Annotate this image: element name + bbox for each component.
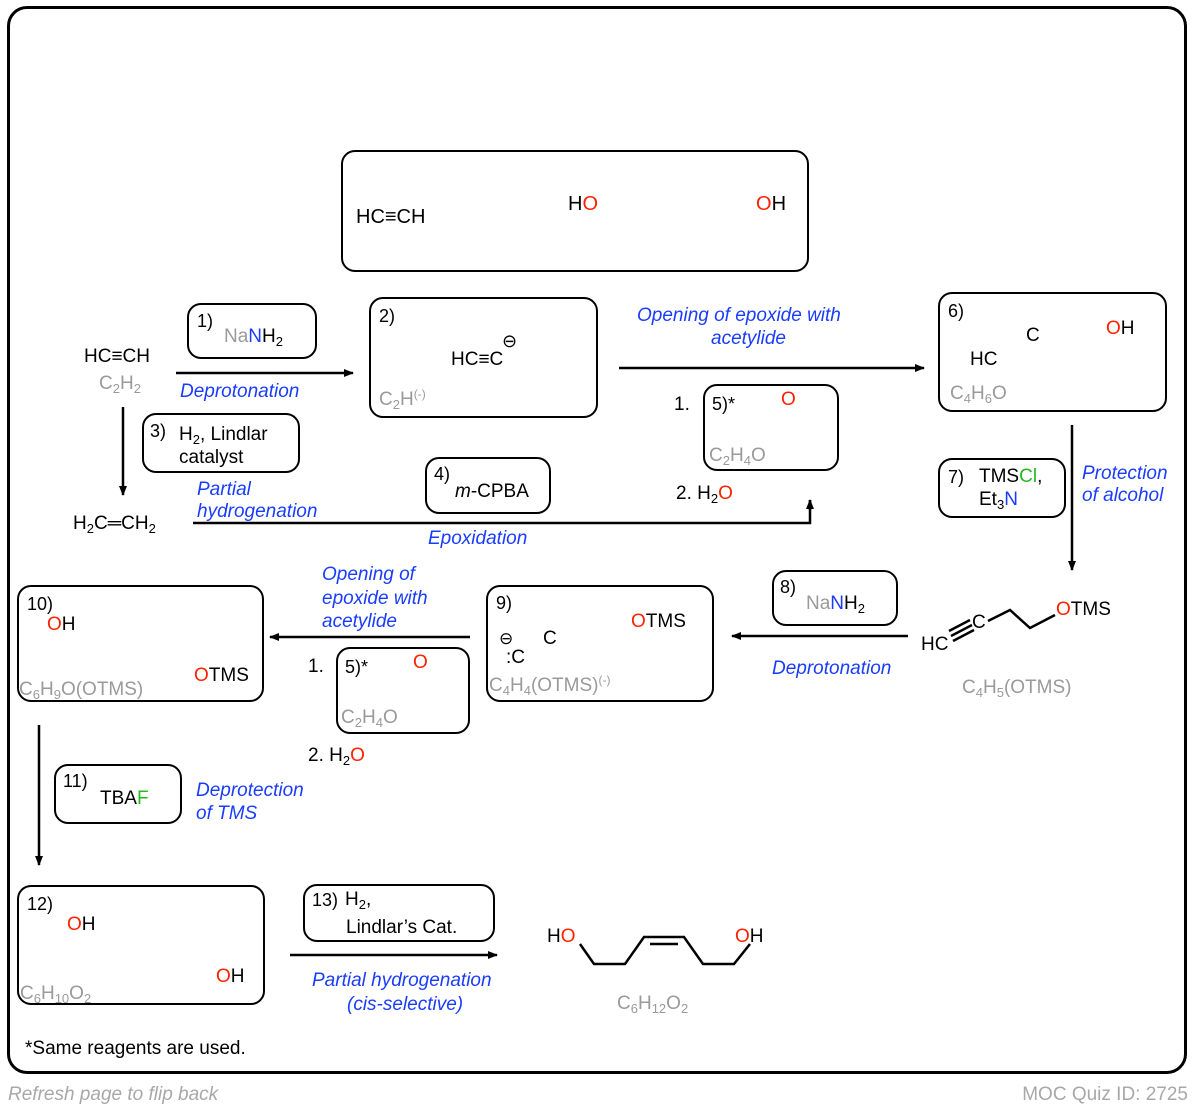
- label-epoxidation: Epoxidation: [428, 528, 528, 549]
- step-number-12: 12): [27, 894, 54, 914]
- label-deprotection-2: of TMS: [196, 803, 258, 824]
- s9-formula: C4H4(OTMS)(-): [489, 673, 611, 698]
- step-number-4: 4): [434, 464, 451, 484]
- acetylide-formula: C2H(-): [379, 387, 426, 412]
- s9-charge: ⊖: [499, 629, 514, 648]
- acetylide-charge: ⊖: [502, 331, 518, 351]
- step-number-9: 9): [496, 593, 513, 613]
- reagent-box-4: [425, 457, 551, 514]
- reagent-box-5-top: [703, 384, 839, 471]
- refresh-hint[interactable]: Refresh page to flip back: [8, 1084, 219, 1105]
- reagent-box-7: [938, 458, 1066, 518]
- goal-product-ho: HO: [568, 193, 599, 215]
- reagent-box-8: [772, 570, 898, 626]
- step-number-5-mid: 5)*: [345, 657, 369, 677]
- s12-oh-top: OH: [67, 914, 96, 935]
- quiz-id: MOC Quiz ID: 2725: [1022, 1084, 1188, 1105]
- label-hydrogenation-1: hydrogenation: [197, 501, 318, 522]
- s12-formula: C6H10O2: [20, 983, 92, 1006]
- footnote: *Same reagents are used.: [25, 1038, 246, 1059]
- step5-mid-step1: 1.: [308, 656, 324, 677]
- step5-top-step2: 2. H2O: [676, 483, 733, 506]
- goal-box: [341, 150, 809, 272]
- epoxide-mid-formula: C2H4O: [341, 707, 398, 730]
- label-deprotonation-1: Deprotonation: [180, 381, 300, 402]
- label-protection-2: of alcohol: [1082, 485, 1164, 506]
- label-opening-mid-2: epoxide with: [322, 588, 428, 609]
- intermediate-box-10: [17, 585, 264, 702]
- reagent-h2-lindlar: H2, Lindlar: [179, 424, 268, 447]
- s8p-hc: HC: [921, 634, 949, 655]
- label-deprotection-1: Deprotection: [196, 780, 304, 801]
- reagent-box-11: [54, 764, 182, 824]
- step-number-10: 10): [27, 594, 54, 614]
- s9-c1: :C: [506, 647, 525, 668]
- final-formula: C6H12O2: [617, 993, 689, 1016]
- reagent-tbaf: TBAF: [100, 788, 149, 809]
- step-number-8: 8): [780, 577, 797, 597]
- intermediate-box-6: [938, 292, 1167, 412]
- s9-c2: C: [543, 628, 557, 649]
- reagent-catalyst: catalyst: [179, 447, 244, 468]
- reagent-et3n: Et3N: [979, 489, 1018, 512]
- s6-c: C: [1026, 325, 1040, 346]
- epoxide-mid-oxygen: O: [413, 652, 428, 673]
- s6-formula: C4H6O: [950, 383, 1007, 406]
- s8p-otms: OTMS: [1056, 599, 1111, 620]
- step-number-11: 11): [63, 771, 88, 791]
- reagent-tmscl: TMSCl,: [979, 466, 1043, 487]
- label-opening-mid-1: Opening of: [322, 564, 415, 585]
- reagent-box-3: [142, 413, 300, 473]
- label-partial-1: Partial: [197, 479, 251, 500]
- acetylide-structure: HC≡C: [451, 349, 504, 370]
- epoxide-top-formula: C2H4O: [709, 445, 766, 468]
- reagent-box-13: [303, 884, 495, 942]
- s10-oh: OH: [47, 614, 76, 635]
- s12-oh-bottom: OH: [216, 966, 245, 987]
- label-partial-hydrogenation-13: Partial hydrogenation: [312, 970, 492, 991]
- reagent-nanh2-8: NaNH2: [806, 593, 865, 616]
- step-number-2: 2): [379, 306, 396, 326]
- intermediate-box-2: [369, 297, 598, 418]
- label-opening-mid-3: acetylide: [322, 611, 397, 632]
- step5-mid-step2: 2. H2O: [308, 745, 365, 768]
- label-opening-top-1: Opening of epoxide with: [637, 305, 841, 326]
- step-number-7: 7): [948, 467, 965, 487]
- reagent-box-5-mid: [336, 647, 470, 734]
- step5-top-step1: 1.: [674, 394, 690, 415]
- intermediate-box-9: [486, 585, 714, 702]
- s6-oh: OH: [1106, 318, 1135, 339]
- s6-hc: HC: [970, 349, 998, 370]
- reagent-box-1: [187, 303, 317, 359]
- s10-formula: C6H9O(OTMS): [19, 679, 144, 702]
- s8p-formula: C4H5(OTMS): [962, 677, 1072, 700]
- step-number-1: 1): [197, 311, 214, 331]
- ethylene-structure: H2C═CH2: [73, 513, 156, 536]
- epoxide-top-oxygen: O: [781, 389, 796, 410]
- step-number-3: 3): [150, 421, 167, 441]
- step-number-6: 6): [948, 301, 965, 321]
- reagent-h2-13: H2,: [345, 889, 372, 912]
- goal-start: HC≡CH: [356, 206, 426, 228]
- reagent-mcpba: m-CPBA: [455, 481, 529, 502]
- step-number-5-top: 5)*: [712, 394, 736, 414]
- label-opening-top-2: acetylide: [711, 328, 786, 349]
- acetylene-structure: HC≡CH: [84, 346, 150, 367]
- label-cis-selective: (cis-selective): [347, 994, 464, 1015]
- final-oh: OH: [735, 926, 764, 947]
- label-deprotonation-8: Deprotonation: [772, 658, 892, 679]
- diagram-frame: [7, 6, 1187, 1074]
- step-number-13: 13): [312, 890, 339, 910]
- s9-otms: OTMS: [631, 611, 686, 632]
- intermediate-box-12: [17, 885, 265, 1005]
- reagent-nanh2-1: NaNH2: [224, 326, 283, 349]
- s8p-c: C: [972, 612, 986, 633]
- reagent-lindlars-cat: Lindlar’s Cat.: [346, 917, 458, 938]
- s10-otms: OTMS: [194, 665, 249, 686]
- label-protection-1: Protection: [1082, 463, 1168, 484]
- acetylene-formula: C2H2: [99, 373, 141, 396]
- final-ho: HO: [547, 926, 576, 947]
- goal-product-oh: OH: [756, 193, 787, 215]
